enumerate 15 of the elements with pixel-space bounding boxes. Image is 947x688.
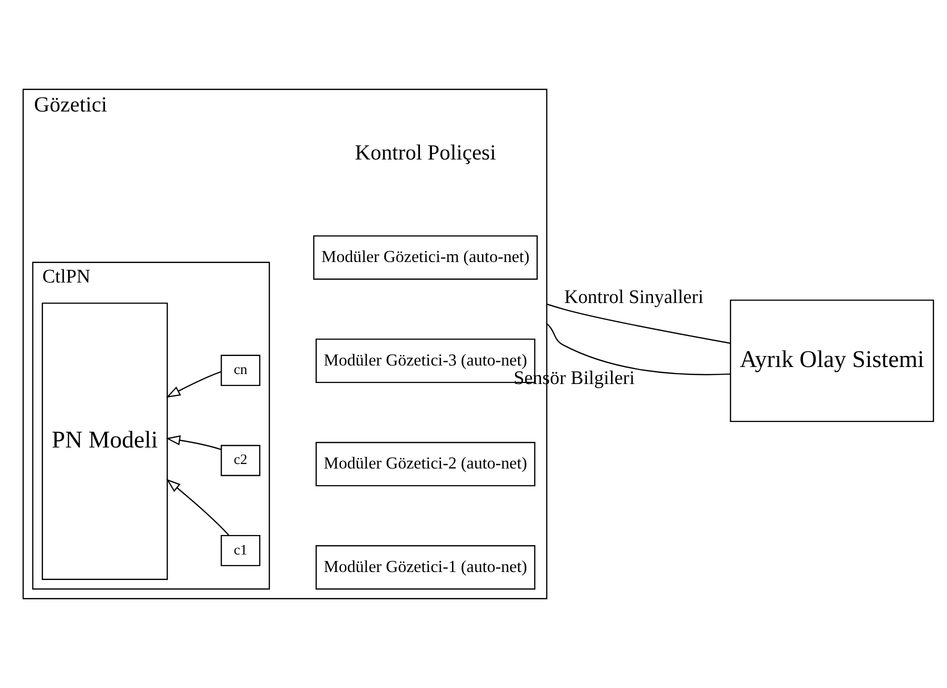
arrow bbox=[166, 435, 222, 450]
arrow bbox=[166, 371, 222, 398]
label: Kontrol Poliçesi bbox=[354, 140, 496, 165]
node-box: c1 bbox=[220, 534, 260, 566]
node-box: Modüler Gözetici-1 (auto-net) bbox=[316, 545, 536, 590]
node-box: Modüler Gözetici-2 (auto-net) bbox=[316, 442, 536, 486]
edge-label: Kontrol Sinyalleri bbox=[564, 286, 704, 308]
node-box: c2 bbox=[220, 444, 260, 476]
connector bbox=[546, 304, 730, 344]
node-box: Modüler Gözetici-m (auto-net) bbox=[313, 235, 538, 280]
node-box: cn bbox=[220, 354, 260, 386]
arrow bbox=[166, 478, 230, 536]
node-box: Ayrık Olay Sistemi bbox=[730, 300, 934, 422]
node-box: PN Modeli bbox=[42, 302, 168, 580]
connector bbox=[546, 323, 730, 376]
